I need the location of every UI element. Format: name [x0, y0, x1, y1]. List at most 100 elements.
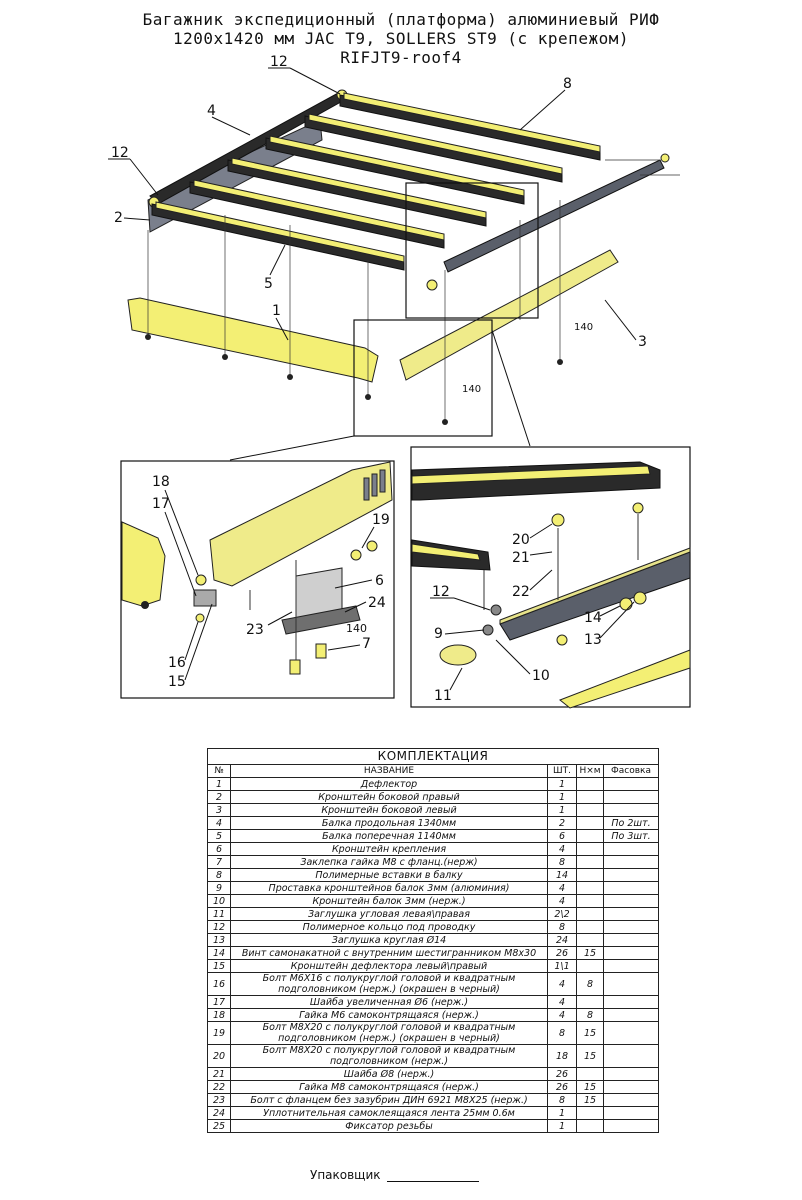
packer-label: Упаковщик [310, 1168, 381, 1182]
callout-7: 7 [362, 636, 371, 652]
cell-name: Заглушка круглая Ø14 [230, 933, 548, 947]
cell-qty: 4 [547, 1008, 577, 1022]
cell-size [576, 855, 604, 869]
parts-table: КОМПЛЕКТАЦИЯ № НАЗВАНИЕ ШТ. Н×м Фасовка … [207, 748, 659, 1133]
dimension-140: 140 [346, 622, 367, 635]
cell-qty: 2\2 [547, 907, 577, 921]
cell-num: 25 [207, 1119, 231, 1133]
cell-num: 17 [207, 995, 231, 1009]
cell-qty: 26 [547, 1080, 577, 1094]
cell-size [576, 829, 604, 843]
callout-20: 20 [512, 532, 530, 548]
cell-num: 3 [207, 803, 231, 817]
cell-size [576, 1119, 604, 1133]
cross-beam [265, 135, 525, 205]
cell-qty: 4 [547, 972, 577, 996]
cell-size: 15 [576, 1021, 604, 1045]
cell-num: 11 [207, 907, 231, 921]
callout-3: 3 [638, 334, 647, 350]
cell-name: Балка продольная 1340мм [230, 816, 548, 830]
cell-size [576, 1106, 604, 1120]
cell-num: 12 [207, 920, 231, 934]
cell-pack [603, 972, 659, 996]
cell-pack [603, 842, 659, 856]
cross-beam [151, 201, 405, 271]
cell-qty: 18 [547, 1044, 577, 1068]
callout-11: 11 [434, 688, 452, 704]
callout-16: 16 [168, 655, 186, 671]
cell-size [576, 907, 604, 921]
cell-num: 9 [207, 881, 231, 895]
cell-pack [603, 1021, 659, 1045]
cell-pack [603, 1106, 659, 1120]
cell-num: 7 [207, 855, 231, 869]
cell-qty: 24 [547, 933, 577, 947]
cell-pack [603, 790, 659, 804]
cell-size [576, 816, 604, 830]
cell-num: 21 [207, 1067, 231, 1081]
drawing-article: RIFJT9-roof4 [340, 48, 462, 67]
cell-size [576, 790, 604, 804]
cell-size [576, 1067, 604, 1081]
cell-size: 8 [576, 1008, 604, 1022]
callout-23: 23 [246, 622, 264, 638]
cell-num: 22 [207, 1080, 231, 1094]
cell-num: 6 [207, 842, 231, 856]
assembly-lines [147, 159, 680, 420]
cross-beam [304, 113, 563, 183]
cell-name: Полимерное кольцо под проводку [230, 920, 548, 934]
cell-pack [603, 1080, 659, 1094]
callout-2: 2 [114, 210, 123, 226]
signature-line [386, 1171, 479, 1182]
cell-qty: 4 [547, 881, 577, 895]
cell-qty: 1 [547, 777, 577, 791]
cell-name: Балка поперечная 1140мм [230, 829, 548, 843]
cell-name: Кронштейн дефлектора левый\правый [230, 959, 548, 973]
cell-num: 14 [207, 946, 231, 960]
detail-leader [229, 435, 355, 461]
cell-size [576, 868, 604, 882]
cell-name: Болт М6Х16 с полукруглой головой и квадр… [230, 972, 548, 996]
header-qty: ШТ. [547, 764, 577, 778]
callout-18: 18 [152, 474, 170, 490]
cross-beam [339, 92, 601, 161]
cell-size: 15 [576, 1093, 604, 1107]
cell-num: 4 [207, 816, 231, 830]
cell-size: 8 [576, 972, 604, 996]
cell-size: 15 [576, 1080, 604, 1094]
cell-size [576, 803, 604, 817]
cell-num: 24 [207, 1106, 231, 1120]
cell-size [576, 842, 604, 856]
cell-pack [603, 995, 659, 1009]
callout-8: 8 [563, 76, 572, 92]
detail-box-lower [353, 319, 493, 437]
cell-pack [603, 1119, 659, 1133]
table-caption: КОМПЛЕКТАЦИЯ [207, 748, 659, 765]
cell-num: 19 [207, 1021, 231, 1045]
cell-qty: 1 [547, 1106, 577, 1120]
cross-beam [189, 179, 445, 249]
callout-4: 4 [207, 103, 216, 119]
cell-name: Кронштейн боковой правый [230, 790, 548, 804]
callout-5: 5 [264, 276, 273, 292]
cell-num: 18 [207, 1008, 231, 1022]
cell-num: 20 [207, 1044, 231, 1068]
cell-pack [603, 946, 659, 960]
callout-24: 24 [368, 595, 386, 611]
detail-leader [491, 329, 531, 447]
cell-num: 15 [207, 959, 231, 973]
cell-size [576, 920, 604, 934]
header-num: № [207, 764, 231, 778]
